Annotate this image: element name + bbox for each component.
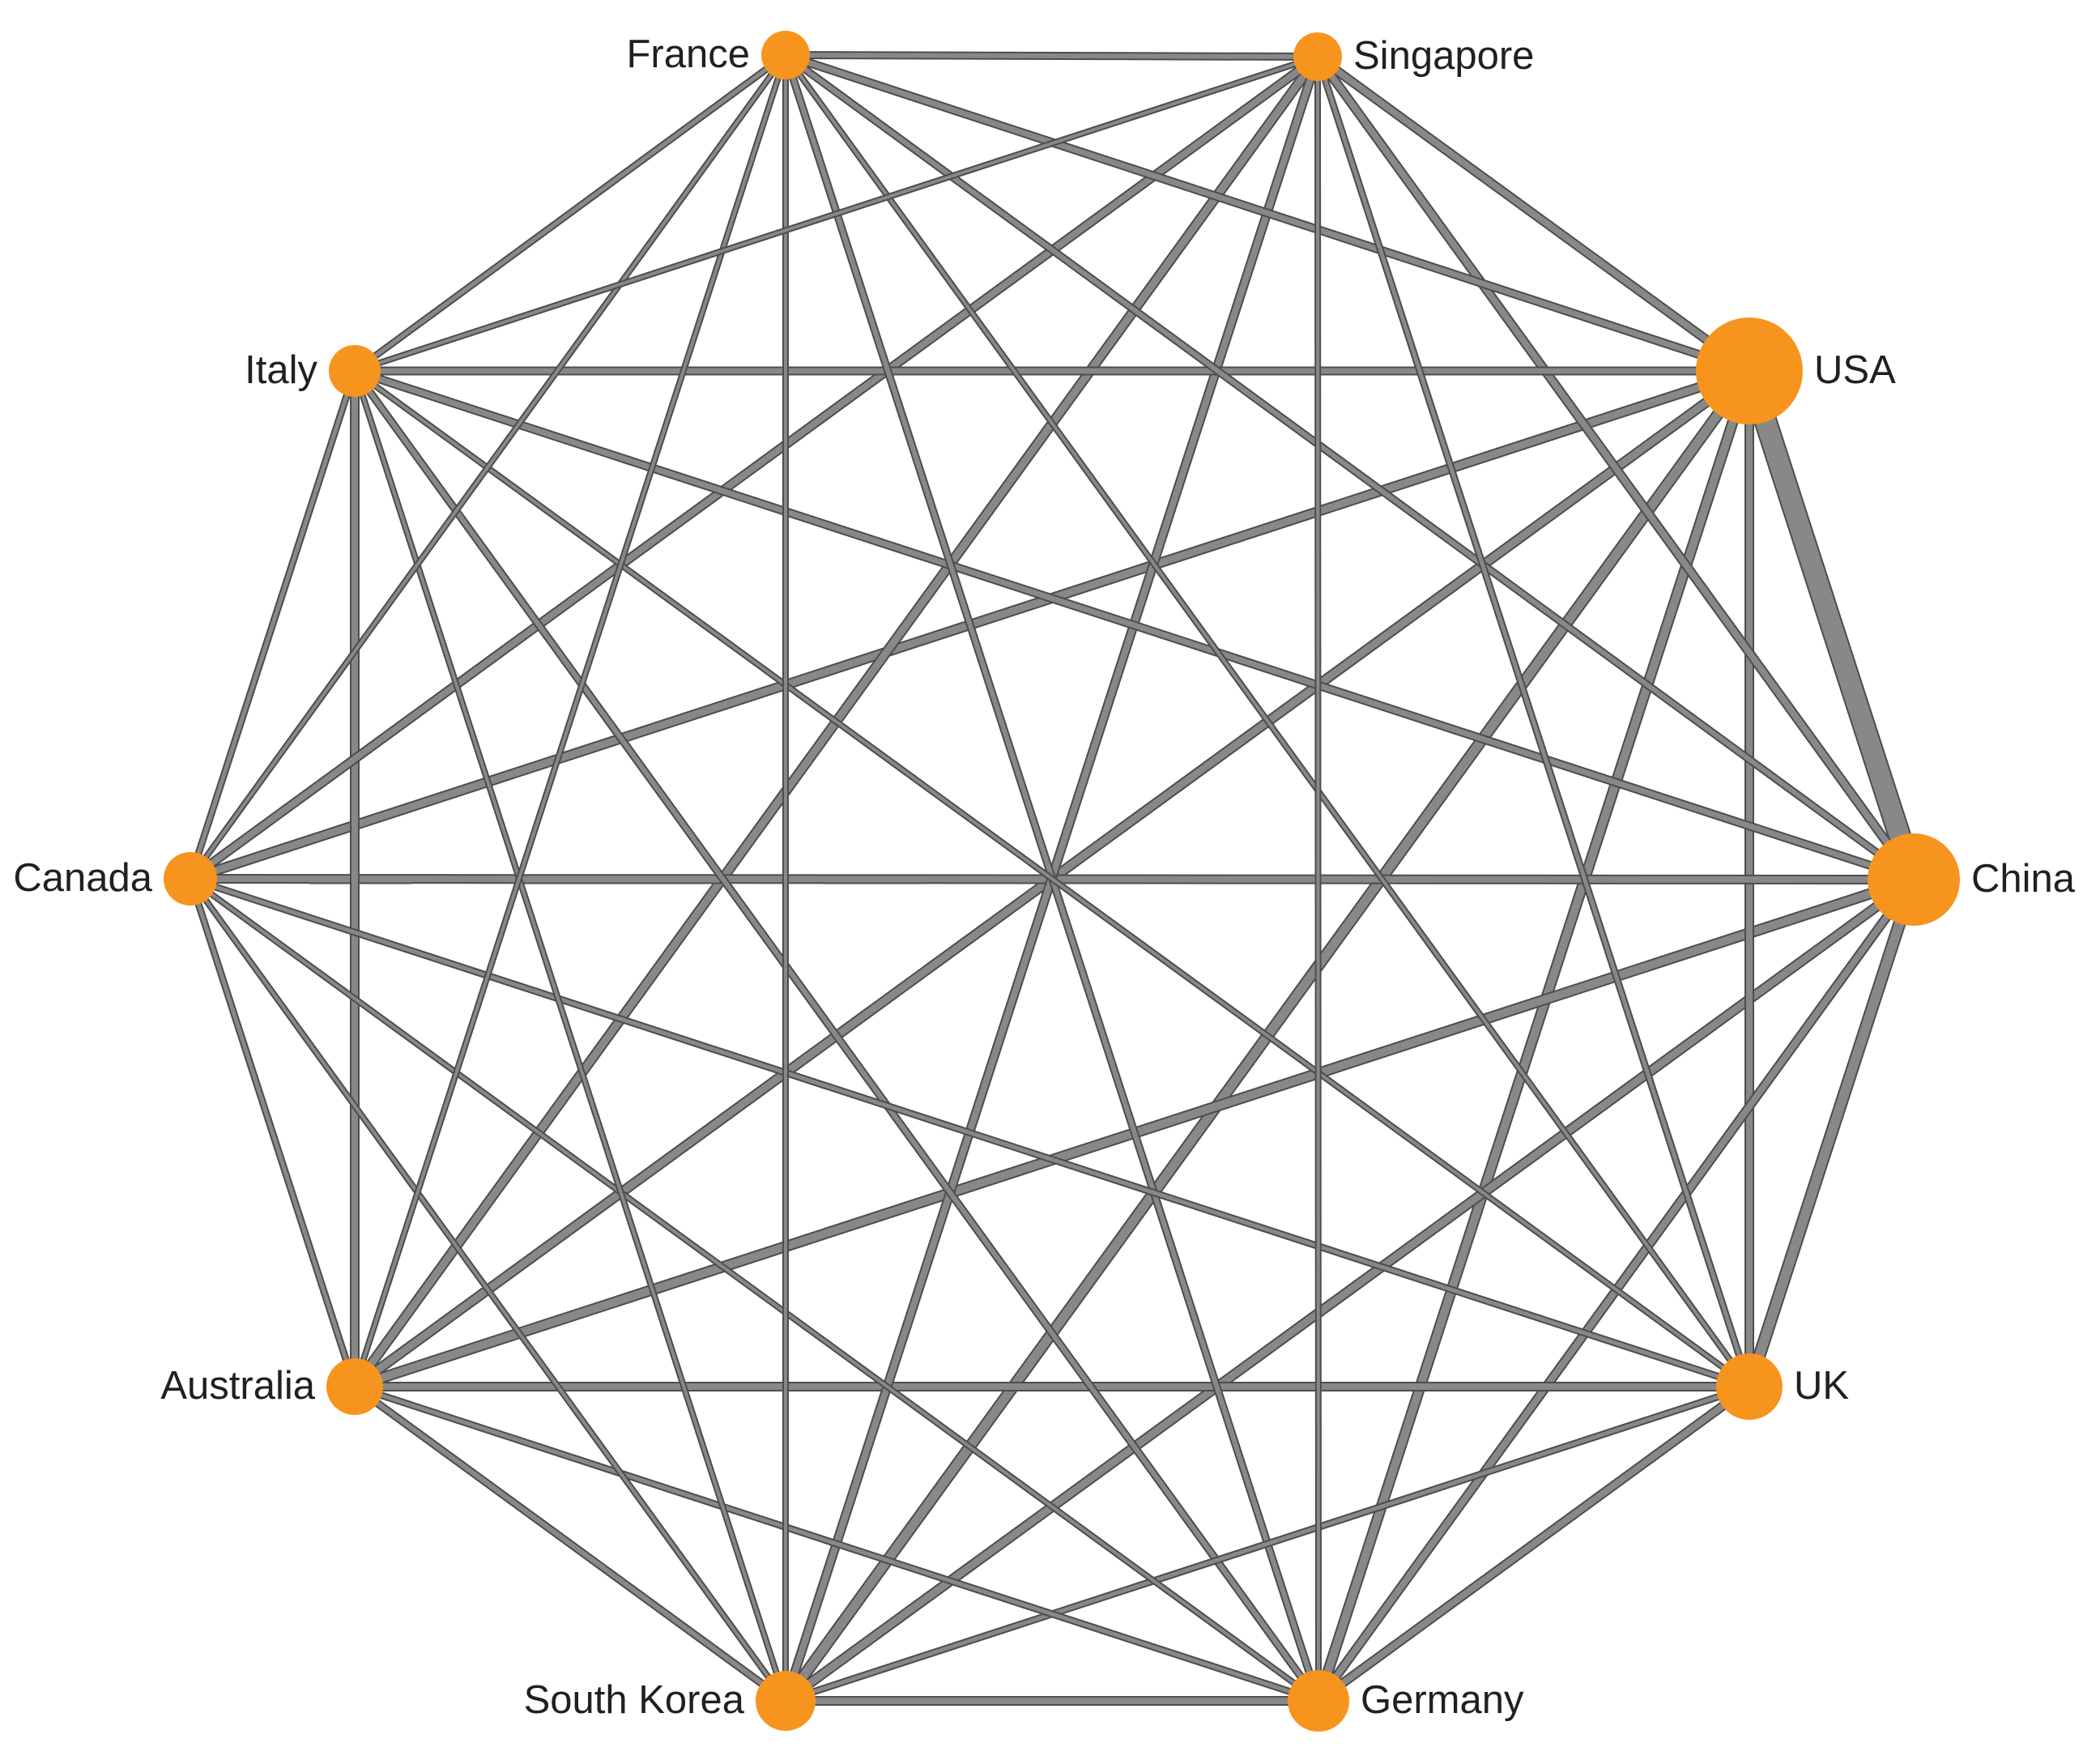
graph-node-italy[interactable]: Italy xyxy=(245,345,381,397)
graph-edge xyxy=(352,52,788,374)
graph-edge xyxy=(352,1383,788,1705)
graph-edge xyxy=(353,366,1915,884)
graph-edge xyxy=(186,877,359,1388)
graph-edge xyxy=(351,369,789,1702)
graph-edge xyxy=(1314,53,1918,883)
graph-edge-line xyxy=(1744,878,1919,1388)
node-marker[interactable] xyxy=(329,345,381,397)
graph-edge xyxy=(1738,367,1925,884)
graph-edge-line xyxy=(1314,54,1917,882)
graph-edge xyxy=(1314,55,1753,1388)
graph-edge xyxy=(351,369,1323,1703)
graph-node-uk[interactable]: UK xyxy=(1716,1353,1849,1420)
node-label: South Korea xyxy=(524,1678,745,1722)
graph-edge-line xyxy=(353,53,787,373)
graph-edge xyxy=(186,369,359,880)
node-marker[interactable] xyxy=(1288,1670,1349,1732)
node-label: Germany xyxy=(1361,1678,1524,1722)
graph-edge xyxy=(353,1383,1320,1705)
graph-edge-line xyxy=(784,52,1751,374)
graph-edge xyxy=(1313,369,1755,1703)
graph-edge xyxy=(782,53,1753,1389)
graph-edge-line xyxy=(353,370,787,1702)
edge-layer xyxy=(186,50,1925,1706)
node-label: France xyxy=(626,32,750,76)
graph-node-australia[interactable]: Australia xyxy=(160,1358,383,1415)
node-label: China xyxy=(1971,857,2076,901)
node-label: USA xyxy=(1814,348,1896,392)
graph-node-china[interactable]: China xyxy=(1868,833,2076,926)
node-marker[interactable] xyxy=(1868,833,1960,926)
graph-edge-line xyxy=(785,53,1318,59)
graph-edge-line xyxy=(353,1384,787,1703)
graph-edge-line xyxy=(353,369,1751,1388)
graph-edge xyxy=(352,368,1752,1390)
graph-edge-line xyxy=(190,876,1750,1389)
graph-edge-line xyxy=(189,877,1320,1702)
node-marker[interactable] xyxy=(1696,317,1803,424)
node-marker[interactable] xyxy=(756,1671,816,1731)
graph-edge-line xyxy=(1314,369,1753,1702)
graph-edge xyxy=(353,53,1319,374)
graph-edge-line xyxy=(783,876,1916,1704)
graph-node-singapore[interactable]: Singapore xyxy=(1293,32,1534,81)
graph-edge xyxy=(784,1383,1751,1705)
graph-node-france[interactable]: France xyxy=(626,31,810,79)
graph-edge-line xyxy=(353,54,787,1387)
node-label: Australia xyxy=(160,1364,315,1408)
graph-edge-line xyxy=(354,1384,1319,1703)
graph-edge-line xyxy=(188,878,357,1387)
graph-node-germany[interactable]: Germany xyxy=(1288,1670,1524,1732)
graph-edge-line xyxy=(352,369,1321,1702)
graph-edge xyxy=(1314,53,1753,375)
graph-edge-line xyxy=(1315,53,1752,374)
graph-node-canada[interactable]: Canada xyxy=(13,852,217,906)
graph-edge xyxy=(783,51,1916,884)
graph-edge-line xyxy=(1315,56,1752,1387)
graph-edge-line xyxy=(784,53,1751,1388)
graph-edge xyxy=(1315,1383,1753,1705)
graph-edge-line xyxy=(354,55,1318,373)
graph-edge-line xyxy=(353,368,1915,883)
graph-edge xyxy=(1743,877,1920,1389)
node-label: Canada xyxy=(13,856,152,900)
graph-node-usa[interactable]: USA xyxy=(1696,317,1896,424)
graph-edge xyxy=(351,53,789,1388)
node-marker[interactable] xyxy=(1293,32,1342,81)
node-marker[interactable] xyxy=(326,1358,383,1415)
graph-edge-line xyxy=(1740,368,1923,883)
graph-edge xyxy=(784,50,1751,376)
node-label: Italy xyxy=(245,348,317,392)
graph-edge-line xyxy=(1316,1383,1752,1704)
graph-edge xyxy=(189,875,1751,1391)
graph-edge xyxy=(782,875,1917,1706)
graph-edge xyxy=(785,51,1318,61)
node-marker[interactable] xyxy=(164,852,217,906)
node-label: Singapore xyxy=(1353,34,1534,78)
graph-edge xyxy=(187,876,789,1703)
graph-edge xyxy=(188,876,1321,1704)
graph-edge-line xyxy=(784,53,1915,882)
node-label: UK xyxy=(1794,1364,1849,1408)
graph-edge-line xyxy=(188,53,1320,882)
graph-edge-line xyxy=(785,1384,1750,1703)
node-marker[interactable] xyxy=(761,31,810,79)
graph-edge-line xyxy=(188,370,357,880)
graph-edge-line xyxy=(189,877,787,1702)
node-marker[interactable] xyxy=(1716,1353,1783,1420)
graph-edge-line xyxy=(189,53,787,880)
graph-node-south-korea[interactable]: South Korea xyxy=(524,1671,816,1731)
graph-edge xyxy=(187,53,1321,883)
graph-edge xyxy=(187,53,789,881)
